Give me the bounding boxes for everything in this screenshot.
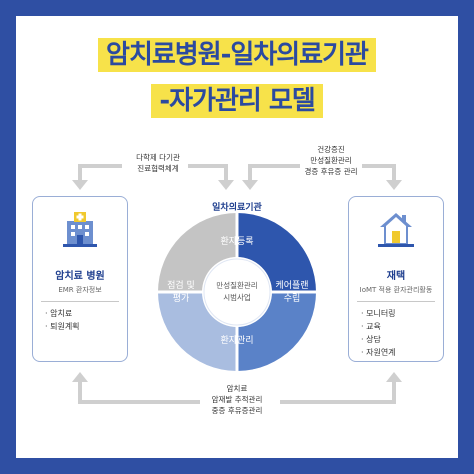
list-item: · 교육 — [361, 322, 381, 331]
hub-label-2: 시범사업 — [223, 292, 251, 302]
list-item: · 모니터링 — [361, 309, 396, 318]
arrow-top-right-to-center — [248, 164, 300, 180]
hub-label-1: 만성질환관리 — [216, 280, 257, 290]
segment-label-right-1: 케어플랜 — [275, 280, 308, 291]
hospital-icon — [63, 212, 97, 247]
arrowhead-home-bottom — [386, 372, 402, 382]
segment-label-top: 환자등록 — [220, 235, 253, 247]
note-top-right-line-3: 경증 후유증 관리 — [304, 167, 358, 176]
note-top-right: 건강증진 만성질환관리 경증 후유증 관리 — [286, 144, 376, 177]
list-item: · 암치료 — [45, 309, 73, 318]
arrowhead-home-top — [386, 180, 402, 190]
note-top-left: 다학제 다기관 진료협력체계 — [118, 152, 198, 174]
segment-label-left-1: 점검 및 — [167, 279, 195, 291]
note-top-left-line-1: 다학제 다기관 — [136, 153, 180, 162]
hospital-panel: 암치료 병원 EMR 환자정보 · 암치료 · 퇴원계획 — [32, 196, 128, 362]
segment-evaluation — [158, 213, 237, 292]
note-top-right-line-1: 건강증진 — [317, 145, 345, 154]
title-line-2: -자가관리 모델 — [151, 84, 323, 118]
segment-patient-management — [158, 292, 237, 371]
arrowhead-hospital-top — [72, 180, 88, 190]
home-list: · 모니터링 · 교육 · 상담 · 자원연계 — [361, 307, 396, 359]
note-bottom-line-2: 암재발 추적관리 — [211, 395, 263, 404]
arrowhead-center-left — [218, 180, 234, 190]
segment-care-plan — [237, 292, 316, 371]
note-bottom-line-1: 암치료 — [226, 384, 248, 393]
hospital-divider — [41, 301, 119, 302]
home-icon — [378, 213, 414, 247]
arrow-bottom-right — [280, 380, 396, 404]
arrow-top-left-to-hospital — [78, 164, 122, 180]
segment-label-bottom: 환자관리 — [220, 334, 253, 346]
title-line-1-wrap: 암치료병원-일차의료기관 — [0, 38, 474, 72]
center-title: 일차의료기관 — [212, 203, 262, 213]
list-item: · 상담 — [361, 335, 381, 344]
title-line-1: 암치료병원-일차의료기관 — [98, 38, 376, 72]
hospital-name: 암치료 병원 — [55, 271, 105, 282]
home-divider — [357, 301, 435, 302]
arrowhead-center-right — [242, 180, 258, 190]
list-item: · 자원연계 — [361, 348, 396, 357]
home-panel: 재택 IoMT 적용 환자관리활동 · 모니터링 · 교육 · 상담 · 자원연… — [348, 196, 444, 362]
arrowhead-hospital-bottom — [72, 372, 88, 382]
segment-label-right-2: 수립 — [284, 293, 301, 304]
cycle-hub — [203, 258, 271, 326]
note-bottom-line-3: 중증 후유증관리 — [211, 406, 263, 415]
note-top-left-line-2: 진료협력체계 — [137, 164, 179, 173]
hospital-sub: EMR 환자정보 — [58, 286, 102, 294]
arrow-top-right-to-home — [362, 164, 396, 180]
note-bottom: 암치료 암재발 추적관리 중증 후유증관리 — [192, 383, 282, 416]
segment-label-left-2: 평가 — [173, 293, 190, 304]
title-line-2-wrap: -자가관리 모델 — [0, 84, 474, 118]
arrow-bottom-left — [78, 380, 200, 404]
home-name: 재택 — [386, 271, 406, 282]
segment-patient-registration — [237, 213, 316, 292]
hospital-list: · 암치료 · 퇴원계획 — [45, 307, 80, 333]
home-sub: IoMT 적용 환자관리활동 — [359, 286, 433, 294]
list-item: · 퇴원계획 — [45, 322, 80, 331]
arrow-top-left-to-center — [188, 164, 228, 180]
note-top-right-line-2: 만성질환관리 — [310, 156, 352, 165]
